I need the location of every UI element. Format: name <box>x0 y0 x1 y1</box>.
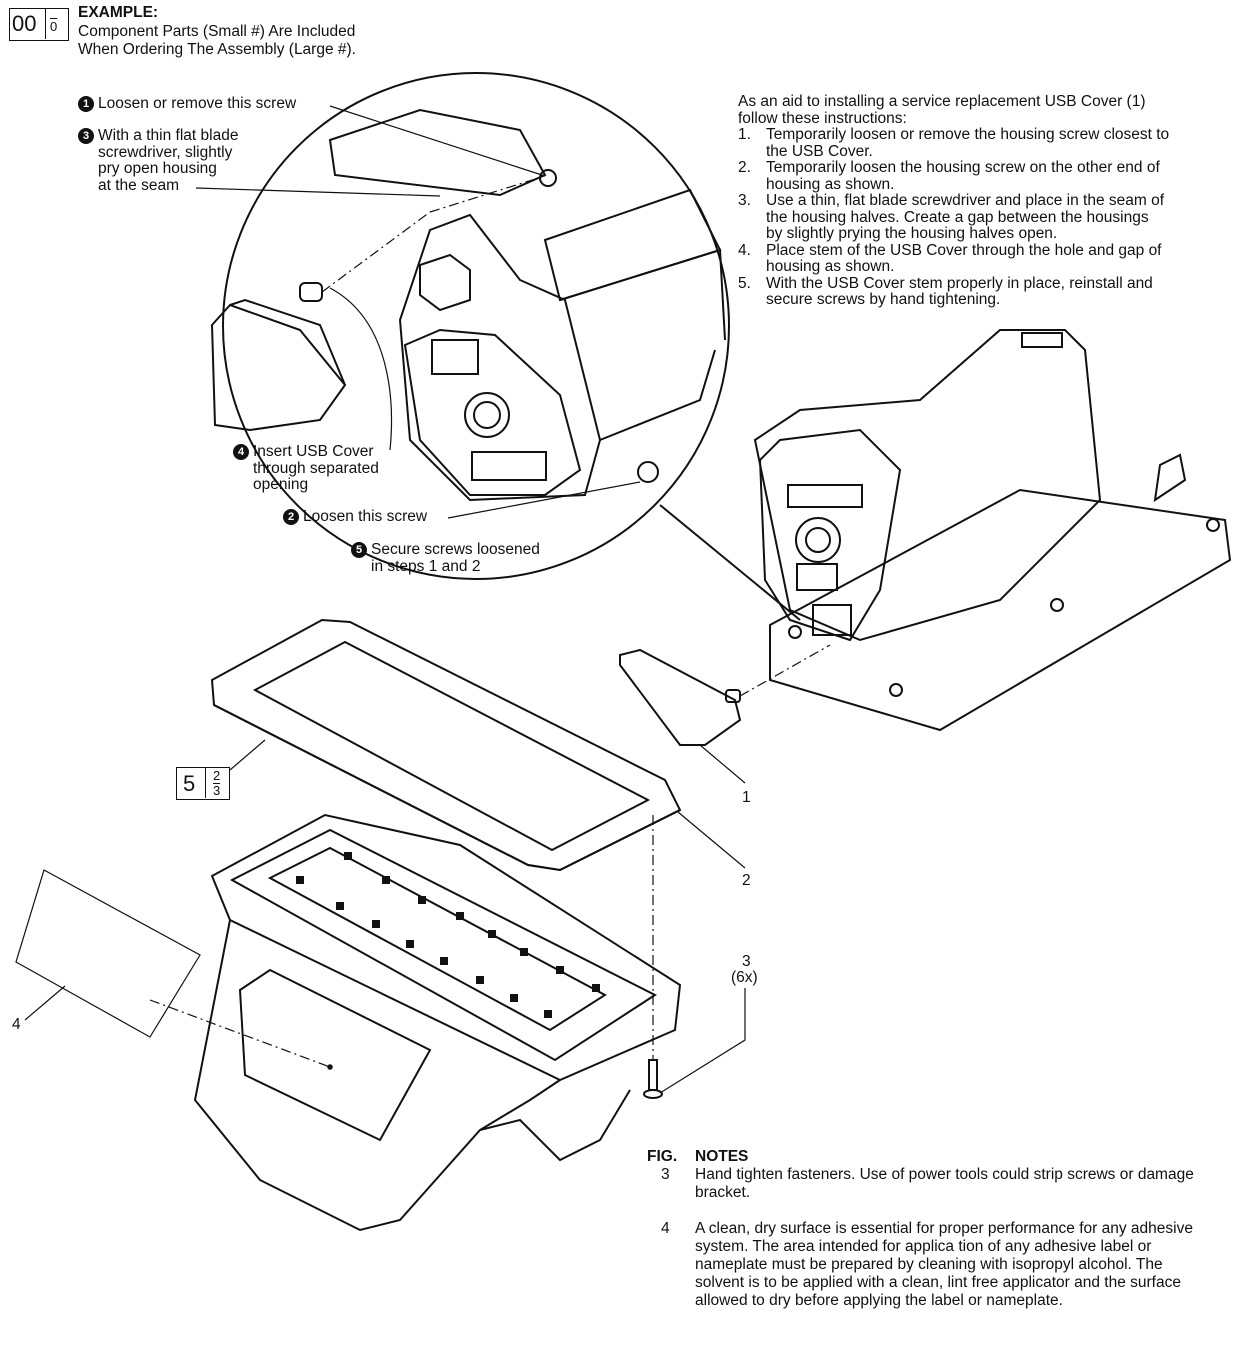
instruction-number: 2. <box>738 159 751 176</box>
detail-step-3-line: screwdriver, slightly <box>98 143 233 161</box>
detail-leaders <box>321 175 546 293</box>
nameplate-label <box>15 869 201 1038</box>
detail-step-5-line: in steps 1 and 2 <box>371 557 481 575</box>
part-label-4: 4 <box>12 1016 21 1033</box>
example-title: EXAMPLE: <box>78 4 159 21</box>
instruction-line: housing as shown. <box>766 175 895 193</box>
usb-cover-instructions: As an aid to installing a service replac… <box>738 93 1238 309</box>
note-item: 3 Hand tighten fasteners. Use of power t… <box>647 1166 1207 1202</box>
instruction-line: secure screws by hand tightening. <box>766 291 1001 308</box>
part-label-1: 1 <box>742 789 751 806</box>
instructions-list: 1. Temporarily loosen or remove the hous… <box>738 126 1238 309</box>
step-bullet: 5 <box>351 542 367 558</box>
component-number: 3 <box>213 783 221 798</box>
instruction-item: 5. With the USB Cover stem properly in p… <box>738 274 1238 309</box>
screw <box>643 815 663 1099</box>
detail-housing <box>328 108 726 502</box>
notes-header: FIG. NOTES <box>647 1148 1207 1166</box>
instruction-item: 2. Temporarily loosen the housing screw … <box>738 159 1238 193</box>
instruction-number: 4. <box>738 241 751 259</box>
detail-usb-cover <box>210 282 347 432</box>
notes-header-fig: FIG. <box>647 1148 678 1165</box>
example-big-number: 00 <box>12 11 37 36</box>
detail-step-1-text: Loosen or remove this screw <box>98 95 297 112</box>
detail-step-3-line: With a thin flat blade <box>98 127 239 144</box>
instruction-line: by slightly prying the housing halves op… <box>766 225 1058 242</box>
note-fig-number: 4 <box>661 1220 670 1237</box>
led-dots <box>296 852 600 1018</box>
detail-circle <box>222 72 730 580</box>
instruction-item: 3. Use a thin, flat blade screwdriver an… <box>738 192 1238 243</box>
instruction-item: 4. Place stem of the USB Cover through t… <box>738 241 1238 276</box>
assembly-callout-box: 5 2 3 <box>176 767 230 800</box>
instruction-line: With the USB Cover stem properly in plac… <box>766 274 1153 292</box>
detail-step-4-line: opening <box>253 476 309 493</box>
detail-step-5: 5 Secure screws loosened in steps 1 and … <box>351 541 540 575</box>
instructions-intro: follow these instructions: <box>738 109 907 127</box>
assembly-divider <box>205 768 206 798</box>
detail-step-1: 1 Loosen or remove this screw <box>78 95 297 113</box>
instruction-line: the USB Cover. <box>766 142 873 160</box>
detail-step-4-line: through separated <box>253 459 379 477</box>
example-divider <box>45 9 46 39</box>
instructions-intro: As an aid to installing a service replac… <box>738 93 1146 110</box>
figure-notes: FIG. NOTES 3 Hand tighten fasteners. Use… <box>647 1148 1207 1310</box>
detail-step-2-text: Loosen this screw <box>303 508 428 525</box>
detail-step-3: 3 With a thin flat blade screwdriver, sl… <box>78 127 239 194</box>
example-callout-box: 00 0 <box>9 8 69 41</box>
instruction-line: Temporarily loosen the housing screw on … <box>766 159 1160 176</box>
note-fig-number: 3 <box>661 1166 670 1183</box>
instruction-number: 3. <box>738 192 751 209</box>
instruction-line: Use a thin, flat blade screwdriver and p… <box>766 192 1165 209</box>
notes-header-notes: NOTES <box>695 1148 749 1165</box>
instruction-line: the housing halves. Create a gap between… <box>766 208 1149 226</box>
instruction-item: 1. Temporarily loosen or remove the hous… <box>738 126 1238 160</box>
detail-step-5-line: Secure screws loosened <box>371 541 540 558</box>
instruction-line: housing as shown. <box>766 258 895 275</box>
instruction-number: 5. <box>738 274 751 292</box>
example-small-number: 0 <box>50 19 58 34</box>
example-line2: When Ordering The Assembly (Large #). <box>78 41 356 58</box>
detail-step-3-line: pry open housing <box>98 160 217 177</box>
detail-step-3-line: at the seam <box>98 176 179 194</box>
part-label-2: 2 <box>742 872 751 889</box>
note-item: 4 A clean, dry surface is essential for … <box>647 1220 1207 1310</box>
step-bullet: 2 <box>283 509 299 525</box>
part-label-3: 3 <box>742 953 751 970</box>
lens-frame <box>210 618 682 872</box>
example-line1: Component Parts (Small #) Are Included <box>78 23 356 40</box>
step-bullet: 1 <box>78 96 94 112</box>
detail-step-4-line: Insert USB Cover <box>253 443 374 460</box>
instruction-number: 1. <box>738 126 751 143</box>
instruction-line: Place stem of the USB Cover through the … <box>766 241 1162 259</box>
step-bullet: 4 <box>233 444 249 460</box>
part-leaders <box>24 739 746 1094</box>
assembled-light <box>753 329 1232 732</box>
note-text: Hand tighten fasteners. Use of power too… <box>695 1166 1194 1201</box>
step-bullet: 3 <box>78 128 94 144</box>
part-label-3-qty: (6x) <box>731 969 758 986</box>
component-number: 2 <box>213 768 221 783</box>
instruction-line: Temporarily loosen or remove the housing… <box>766 126 1170 143</box>
exploded-usb-cover <box>619 648 742 746</box>
note-text: A clean, dry surface is essential for pr… <box>695 1220 1193 1309</box>
detail-step-2: 2 Loosen this screw <box>283 508 428 526</box>
lower-housing <box>193 813 682 1232</box>
assembly-number: 5 <box>183 771 196 796</box>
detail-step-4: 4 Insert USB Cover through separated ope… <box>233 443 379 494</box>
detail-callout-leaders <box>195 105 641 519</box>
